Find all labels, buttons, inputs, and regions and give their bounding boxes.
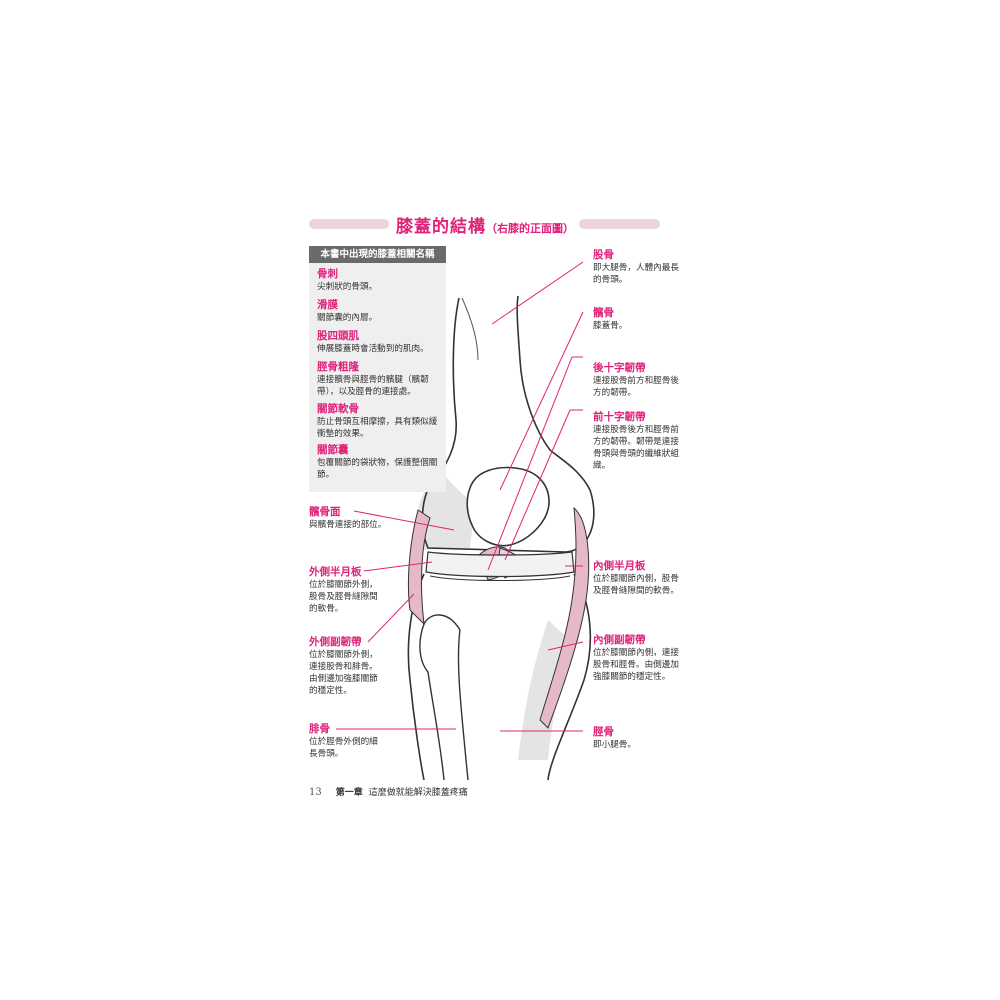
leader-medial-collateral bbox=[547, 641, 584, 651]
title-bar-right bbox=[579, 219, 660, 229]
label-term: 內側副韌帶 bbox=[593, 634, 646, 646]
glossary-term: 股四頭肌 bbox=[317, 330, 359, 342]
medial-collateral-ligament bbox=[539, 506, 590, 729]
label-term: 脛骨 bbox=[593, 726, 614, 738]
label-lateral-meniscus: 外側半月板 位於膝關節外側，股骨及脛骨縫隙間的軟骨。 bbox=[309, 565, 379, 615]
label-term: 腓骨 bbox=[309, 723, 330, 735]
label-desc: 連接股骨前方和脛骨後方的韌帶。 bbox=[593, 376, 679, 398]
tibia-top bbox=[429, 575, 571, 581]
label-tibia: 脛骨 即小腿骨。 bbox=[593, 725, 683, 751]
lateral-collateral-ligament bbox=[407, 509, 431, 626]
label-femur: 股骨 即大腿骨，人體內最長的骨頭。 bbox=[593, 248, 683, 286]
glossary-term: 關節囊 bbox=[317, 444, 349, 456]
label-term: 前十字韌帶 bbox=[593, 411, 646, 423]
label-desc: 位於膝關節外側，連接股骨和腓骨。由側邊加強膝關節的穩定性。 bbox=[309, 650, 378, 696]
label-fibula: 腓骨 位於脛骨外側的細長骨頭。 bbox=[309, 722, 381, 760]
page-number: 13 bbox=[309, 787, 322, 798]
label-desc: 膝蓋骨。 bbox=[593, 321, 628, 331]
label-acl: 前十字韌帶 連接股骨後方和脛骨前方的韌帶。韌帶是連接骨頭與骨頭的纖維狀組織。 bbox=[593, 410, 683, 472]
glossary-desc: 尖刺狀的骨頭。 bbox=[317, 282, 378, 292]
glossary-item: 脛骨粗隆 連接髕骨與脛骨的髕腱（髕韌帶），以及脛骨的連接處。 bbox=[317, 361, 443, 398]
title-bar-left bbox=[309, 219, 389, 229]
label-term: 股骨 bbox=[593, 249, 614, 261]
page-footer: 13 第一章這麼做就能解決膝蓋疼痛 bbox=[309, 785, 468, 798]
leader-lateral-collateral bbox=[367, 593, 415, 643]
label-desc: 連接股骨後方和脛骨前方的韌帶。韌帶是連接骨頭與骨頭的纖維狀組織。 bbox=[593, 425, 679, 471]
glossary-term: 骨刺 bbox=[317, 268, 338, 280]
glossary-desc: 關節囊的內層。 bbox=[317, 313, 378, 323]
glossary-header: 本書中出現的膝蓋相關名稱 bbox=[309, 246, 446, 263]
leader-patella bbox=[499, 311, 584, 491]
glossary-item: 滑膜 關節囊的內層。 bbox=[317, 299, 443, 324]
tibia-shading bbox=[518, 620, 570, 760]
label-term: 內側半月板 bbox=[593, 560, 646, 572]
chapter-label: 第一章 bbox=[335, 788, 363, 798]
meniscus-band bbox=[425, 551, 575, 578]
leader-lateral-meniscus bbox=[363, 561, 433, 572]
label-lateral-collateral: 外側副韌帶 位於膝關節外側，連接股骨和腓骨。由側邊加強膝關節的穩定性。 bbox=[309, 635, 381, 697]
glossary-item: 股四頭肌 伸展膝蓋時會活動到的肌肉。 bbox=[317, 330, 443, 355]
label-term: 後十字韌帶 bbox=[593, 362, 646, 374]
label-term: 髕骨面 bbox=[309, 506, 341, 518]
glossary-box: 本書中出現的膝蓋相關名稱 骨刺 尖刺狀的骨頭。 滑膜 關節囊的內層。 股四頭肌 … bbox=[309, 246, 446, 492]
label-term: 髕骨 bbox=[593, 307, 614, 319]
fibula-head bbox=[423, 614, 461, 631]
label-desc: 即小腿骨。 bbox=[593, 740, 636, 750]
leader-pcl-2 bbox=[487, 356, 573, 571]
label-desc: 位於膝關節外側，股骨及脛骨縫隙間的軟骨。 bbox=[309, 580, 378, 614]
leader-acl-2 bbox=[504, 409, 571, 561]
label-desc: 即大腿骨，人體內最長的骨頭。 bbox=[593, 263, 679, 285]
femur-inner-line bbox=[461, 297, 479, 361]
patella-outline bbox=[466, 466, 550, 547]
glossary-term: 脛骨粗隆 bbox=[317, 361, 359, 373]
glossary-desc: 防止骨頭互相摩擦，具有類似緩衝墊的效果。 bbox=[317, 417, 438, 439]
label-desc: 位於膝關節內側，股骨及脛骨縫隙間的軟骨。 bbox=[593, 574, 679, 596]
glossary-item: 關節囊 包覆關節的袋狀物，保護整個關節。 bbox=[317, 444, 443, 481]
glossary-term: 滑膜 bbox=[317, 299, 338, 311]
glossary-item: 關節軟骨 防止骨頭互相摩擦，具有類似緩衝墊的效果。 bbox=[317, 403, 443, 440]
label-pcl: 後十字韌帶 連接股骨前方和脛骨後方的韌帶。 bbox=[593, 361, 683, 399]
glossary-desc: 伸展膝蓋時會活動到的肌肉。 bbox=[317, 344, 429, 354]
label-term: 外側副韌帶 bbox=[309, 636, 362, 648]
label-desc: 位於膝關節內側，連接股骨和脛骨。由側邊加強膝關節的穩定性。 bbox=[593, 648, 679, 682]
page-title: 膝蓋的結構（右膝的正面圖） bbox=[395, 212, 575, 237]
label-patella: 髕骨 膝蓋骨。 bbox=[593, 306, 683, 332]
fibula-outline bbox=[419, 623, 469, 781]
leader-lines bbox=[336, 261, 584, 732]
glossary-item: 骨刺 尖刺狀的骨頭。 bbox=[317, 268, 443, 293]
chapter-title: 這麼做就能解決膝蓋疼痛 bbox=[368, 788, 468, 798]
label-medial-meniscus: 內側半月板 位於膝關節內側，股骨及脛骨縫隙間的軟骨。 bbox=[593, 559, 683, 597]
leader-patellar-surface bbox=[353, 510, 455, 531]
label-desc: 與髕骨連接的部位。 bbox=[309, 520, 387, 530]
label-term: 外側半月板 bbox=[309, 566, 362, 578]
title-sub: （右膝的正面圖） bbox=[486, 222, 574, 235]
label-desc: 位於脛骨外側的細長骨頭。 bbox=[309, 737, 378, 759]
label-medial-collateral: 內側副韌帶 位於膝關節內側，連接股骨和脛骨。由側邊加強膝關節的穩定性。 bbox=[593, 633, 683, 683]
glossary-term: 關節軟骨 bbox=[317, 403, 359, 415]
title-main: 膝蓋的結構 bbox=[396, 217, 486, 237]
glossary-desc: 連接髕骨與脛骨的髕腱（髕韌帶），以及脛骨的連接處。 bbox=[317, 375, 429, 397]
label-patellar-surface: 髕骨面 與髕骨連接的部位。 bbox=[309, 505, 399, 531]
leader-femur bbox=[491, 261, 584, 325]
glossary-desc: 包覆關節的袋狀物，保護整個關節。 bbox=[317, 458, 438, 480]
